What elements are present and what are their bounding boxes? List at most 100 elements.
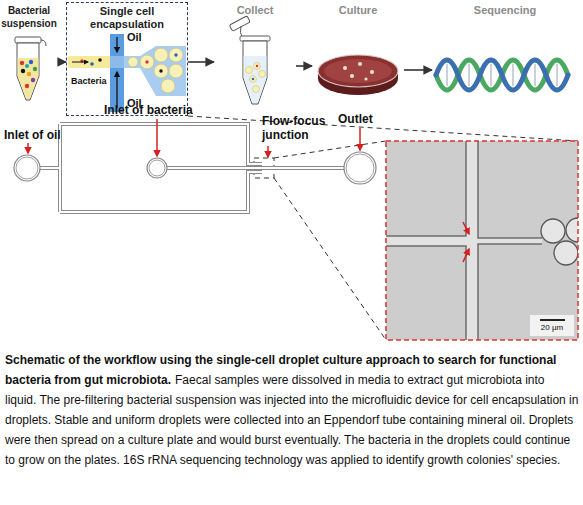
petri-dish (350, 74, 354, 78)
sample-tube (15, 37, 41, 43)
sample-tube (31, 78, 35, 82)
micrograph (554, 241, 578, 265)
flow-arrow (296, 65, 312, 67)
collection-tube (256, 65, 258, 67)
flow-arrow (58, 61, 66, 63)
flow-arrow (404, 69, 432, 71)
sample-tube (20, 61, 24, 65)
collection-tube (254, 63, 261, 70)
collection-tube (229, 16, 250, 32)
pointer-arrow (359, 128, 361, 150)
encapsulation-chip (110, 34, 124, 56)
micrograph (386, 141, 542, 340)
sample-tube (33, 67, 37, 71)
stage-heading: Collect (214, 4, 296, 17)
stage-panel: Culture (312, 2, 404, 112)
part-label: Flow-focus junction (262, 114, 332, 142)
micrograph (463, 222, 469, 262)
dna-helix (556, 64, 558, 86)
flow-arrow (188, 61, 214, 63)
stage-heading: Single cell encapsulation (81, 5, 173, 31)
micrograph (386, 141, 578, 340)
encapsulation-chip (68, 34, 186, 112)
encapsulation-chip (72, 62, 88, 63)
petri-dish (358, 62, 362, 66)
stage-panel: Collect (214, 2, 296, 112)
encapsulation-chip (145, 60, 148, 63)
encapsulation-chip (128, 57, 138, 67)
figure-caption-block: Schematic of the workflow using the sing… (5, 350, 579, 470)
dna-helix (436, 60, 568, 90)
pointer-arrow (27, 143, 29, 153)
dna-helix (490, 64, 492, 86)
sample-tube (18, 58, 39, 99)
encapsulation-chip (116, 72, 117, 108)
micrograph (386, 141, 466, 340)
collection-tube (259, 71, 266, 78)
collection-tube (229, 16, 270, 104)
encapsulation-chip (161, 79, 175, 93)
part-label: Outlet (338, 112, 388, 126)
stage-panel: Bacterial suspension (0, 2, 58, 110)
figure-caption: Faecal samples were dissolved in media t… (5, 373, 578, 467)
micrograph (466, 141, 478, 340)
micrograph (463, 249, 469, 262)
encapsulation-chip (116, 37, 117, 52)
encapsulation-chip (110, 56, 124, 68)
encapsulation-chip (174, 53, 177, 56)
micrograph (386, 141, 578, 340)
stage-heading: Culture (312, 4, 404, 17)
pointer-arrow (267, 146, 269, 157)
part-label: Inlet of oil (4, 128, 94, 142)
micrograph (541, 219, 565, 243)
zoom-frame: Single cell encapsulationOilOilBacteria (66, 2, 188, 116)
sample-tube (21, 69, 25, 73)
micrograph (541, 218, 578, 265)
dna-helix (436, 60, 568, 90)
micrograph (566, 218, 578, 242)
dna-helix (446, 64, 448, 86)
micrograph (386, 236, 466, 246)
sample-tube (41, 40, 46, 46)
stage-panel: Sequencing (432, 2, 578, 112)
encapsulation-chip (140, 55, 154, 69)
microfluidic-channel (344, 152, 376, 184)
micrograph (530, 315, 574, 336)
stage-heading: Sequencing (432, 4, 578, 17)
encapsulation-chip (169, 64, 183, 78)
micrograph (478, 141, 542, 340)
micrograph (463, 222, 469, 234)
collection-tube (252, 78, 254, 80)
stage-heading: Bacterial suspension (0, 4, 58, 30)
encapsulation-chip (159, 69, 162, 72)
encapsulation-chip (68, 56, 110, 68)
encapsulation-chip (124, 46, 186, 96)
collection-tube (243, 41, 267, 104)
zoom-leader (274, 178, 386, 340)
part-label: Inlet of bacteria (104, 103, 228, 117)
pointer-arrow (156, 119, 158, 156)
scale-label: 20 µm (531, 323, 573, 333)
petri-dish (364, 77, 367, 80)
microfluidic-channel (147, 158, 167, 178)
micrograph (478, 238, 542, 244)
sample-tube (25, 84, 29, 88)
sample-tube (17, 43, 39, 100)
encapsulation-chip (90, 62, 94, 66)
microfluidic-channel (14, 155, 40, 181)
flow-label: Oil (127, 31, 142, 44)
sample-tube (25, 64, 29, 68)
microfluidic-channel (149, 160, 165, 176)
encapsulation-chip (154, 64, 168, 78)
microfluidic-channel (16, 157, 38, 179)
micrograph (540, 319, 565, 321)
dna-helix (436, 60, 568, 90)
petri-dish (318, 55, 398, 87)
dna-helix (512, 64, 514, 86)
flow-label: Bacteria (71, 75, 107, 88)
petri-dish (324, 59, 392, 83)
